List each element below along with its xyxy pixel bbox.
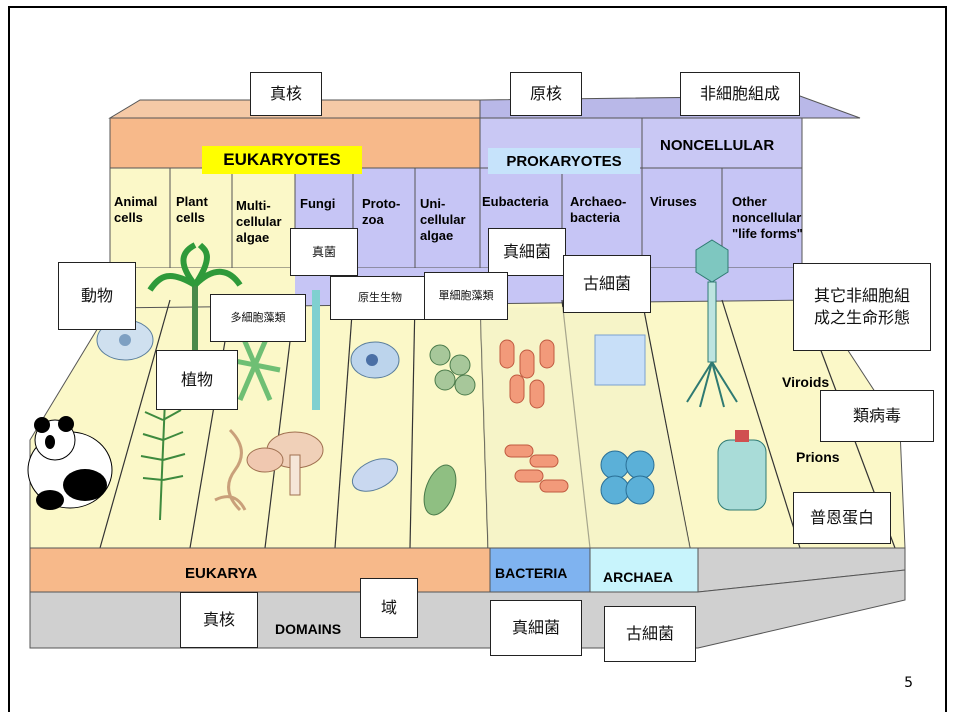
column-label-fungi: Fungi bbox=[300, 196, 335, 211]
annotation-prion: 普恩蛋白 bbox=[793, 492, 891, 544]
viroids-label: Viroids bbox=[782, 374, 829, 390]
prokaryotes-highlight: PROKARYOTES bbox=[488, 148, 640, 174]
prions-label: Prions bbox=[796, 449, 840, 465]
annotation-bacteria: 真細菌 bbox=[490, 600, 582, 656]
annotation-domain: 域 bbox=[360, 578, 418, 638]
annotation-viroid: 類病毒 bbox=[820, 390, 934, 442]
page-number: 5 bbox=[904, 675, 913, 691]
annotation-yuanhe-top: 原核 bbox=[510, 72, 582, 116]
annotation-noncellular-top: 非細胞組成 bbox=[680, 72, 800, 116]
prion-illustration bbox=[718, 430, 766, 510]
annotation-multicellular: 多細胞藻類 bbox=[210, 294, 306, 342]
annotation-eubacteria: 真細菌 bbox=[488, 228, 566, 276]
annotation-eukarya: 真核 bbox=[180, 592, 258, 648]
archaea-label: ARCHAEA bbox=[603, 569, 673, 585]
bacteria-label: BACTERIA bbox=[495, 565, 567, 581]
annotation-animal: 動物 bbox=[58, 262, 136, 330]
annotation-protozoa: 原生生物 bbox=[330, 276, 430, 320]
noncellular-band-label: NONCELLULAR bbox=[660, 137, 774, 154]
annotation-zhenhe-top: 真核 bbox=[250, 72, 322, 116]
annotation-plant: 植物 bbox=[156, 350, 238, 410]
column-label-viruses: Viruses bbox=[650, 194, 697, 209]
eukarya-label: EUKARYA bbox=[185, 565, 257, 582]
domains-label: DOMAINS bbox=[275, 621, 341, 637]
column-label-archaebacteria: Archaeo-bacteria bbox=[570, 194, 626, 225]
annotation-archaea-bottom: 古細菌 bbox=[604, 606, 696, 662]
annotation-fungi: 真菌 bbox=[290, 228, 358, 276]
eukaryotes-highlight: EUKARYOTES bbox=[202, 146, 362, 174]
annotation-other: 其它非細胞組成之生命形態 bbox=[793, 263, 931, 351]
annotation-archaea: 古細菌 bbox=[563, 255, 651, 313]
column-label-eubacteria: Eubacteria bbox=[482, 194, 549, 209]
eukarya-domain-band bbox=[30, 548, 490, 592]
annotation-unicellular: 單細胞藻類 bbox=[424, 272, 508, 320]
